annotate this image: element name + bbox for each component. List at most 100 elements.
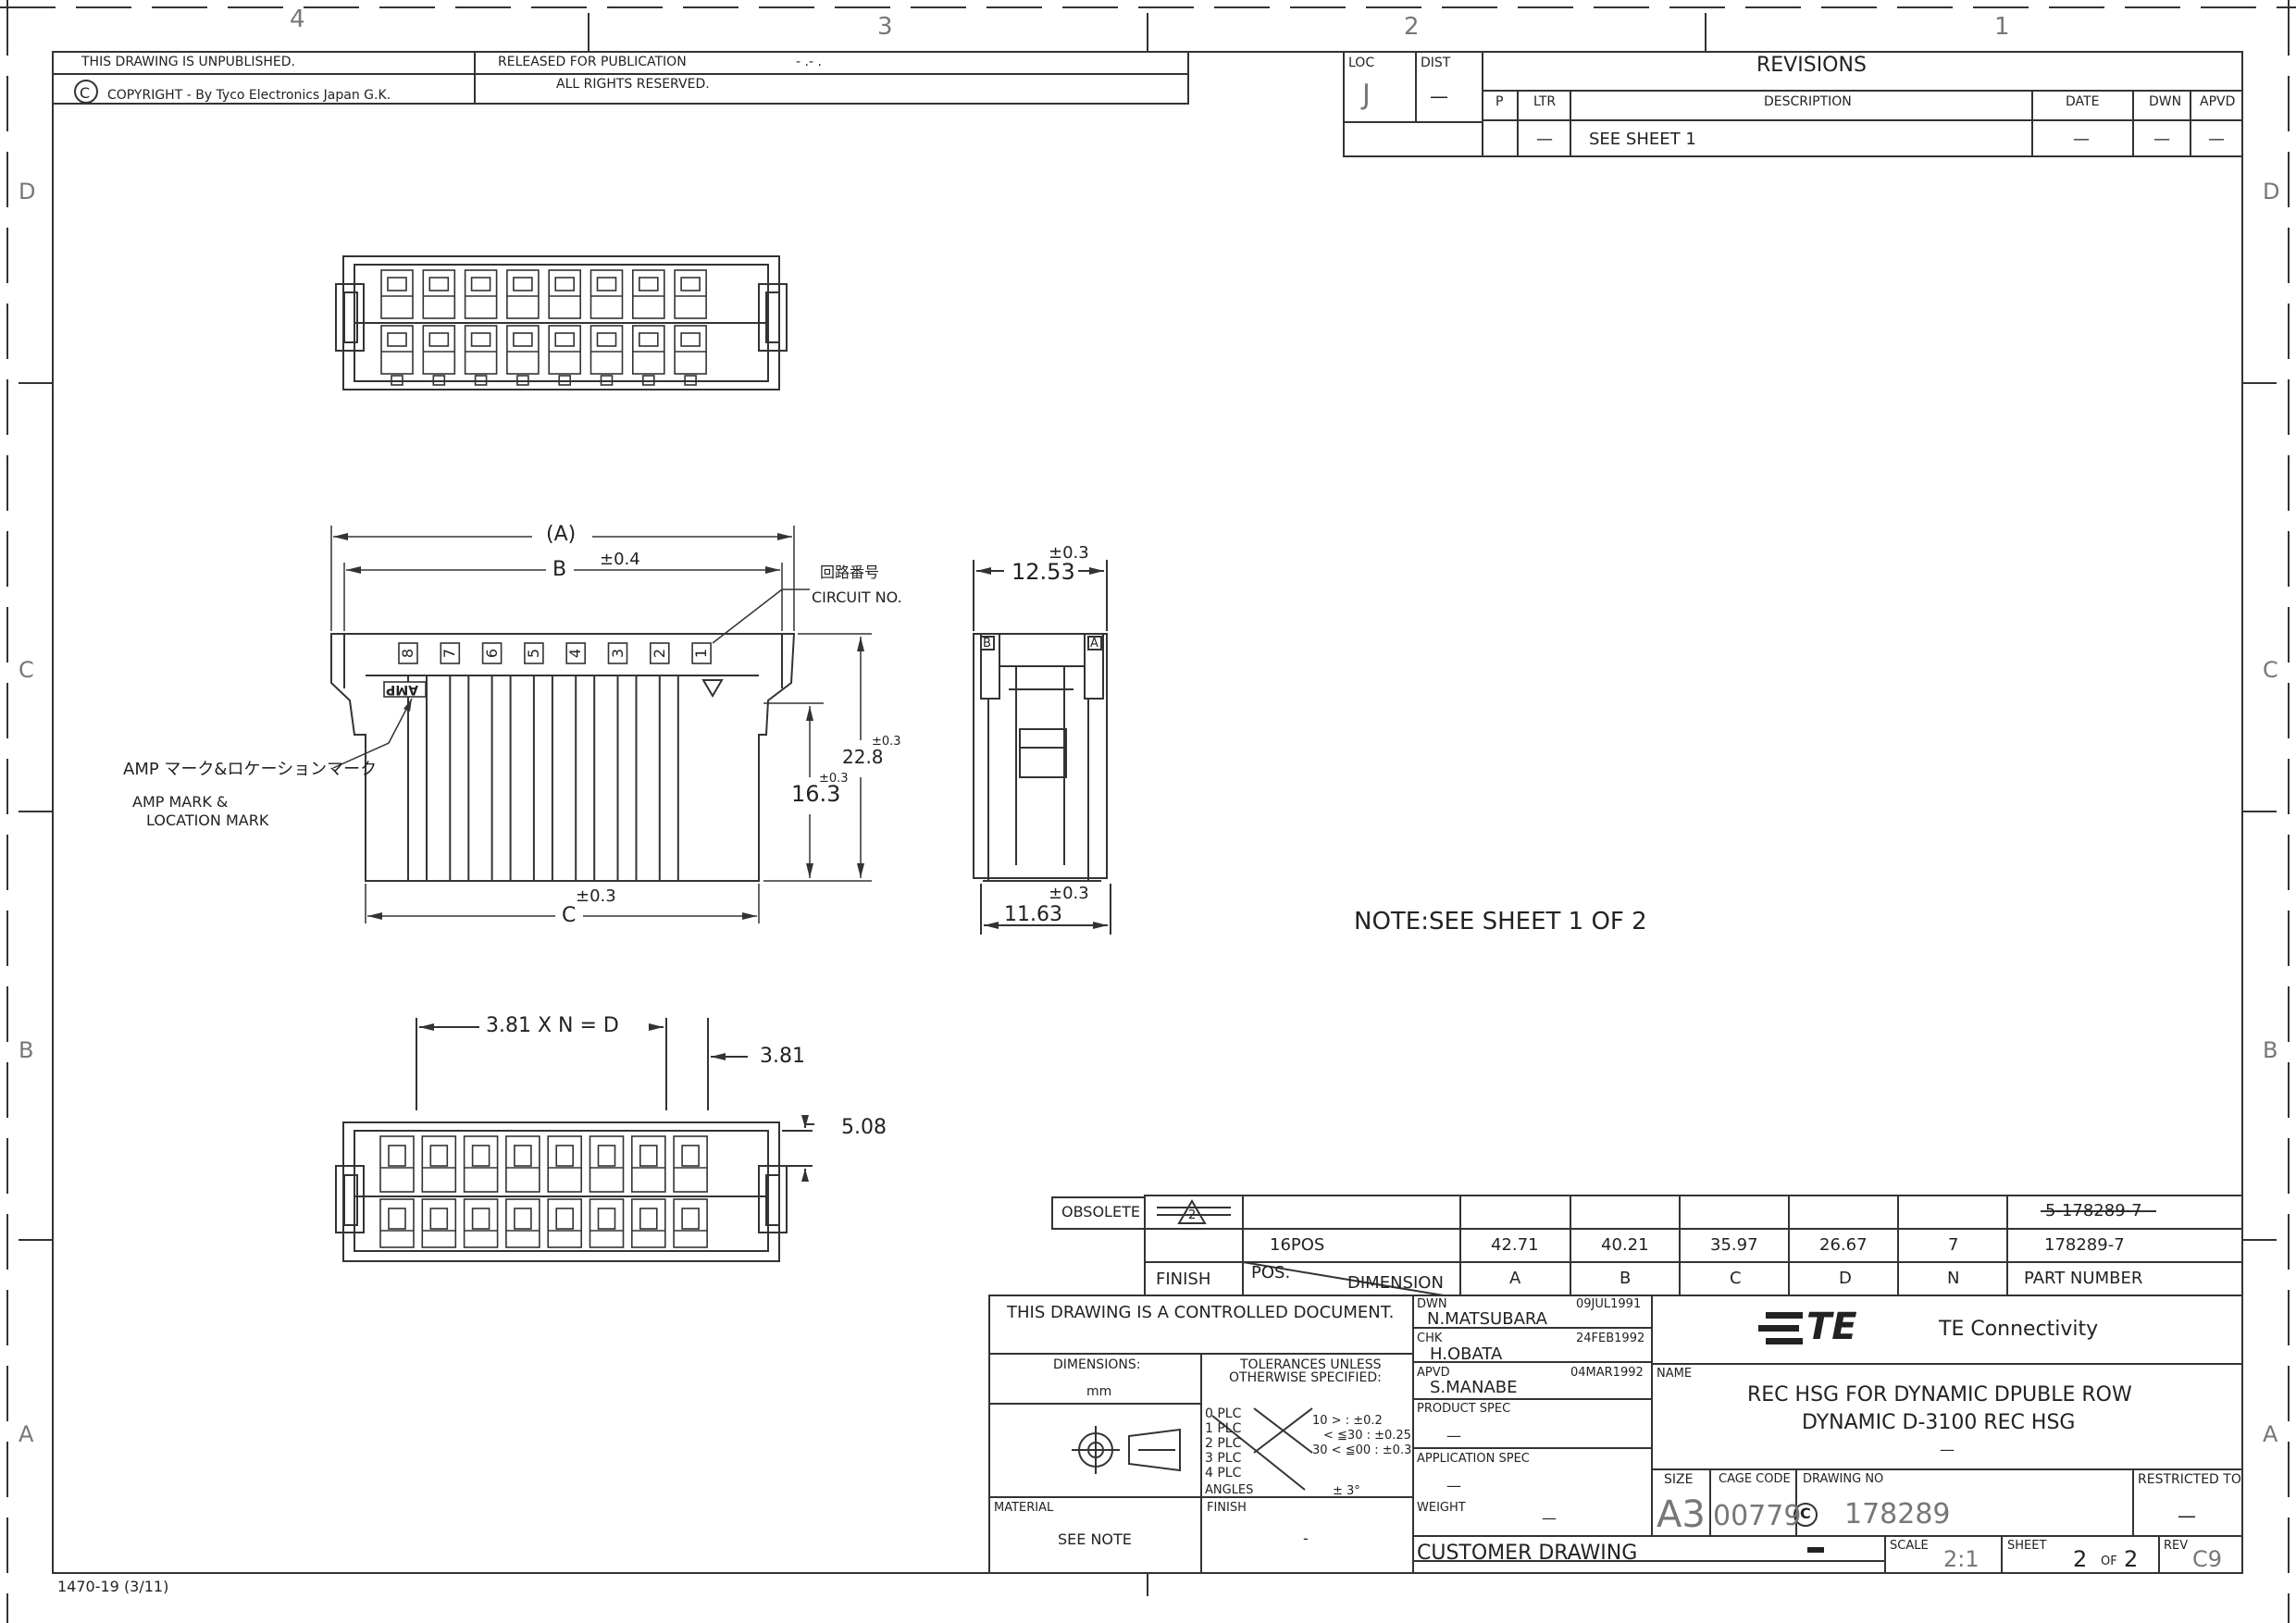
value-d: 26.67 — [1819, 1235, 1868, 1255]
copyright-icon: C — [80, 84, 91, 102]
drawing-no: 178289 — [1844, 1498, 1951, 1530]
rev-value: C9 — [2192, 1546, 2223, 1572]
chk-date: 24FEB1992 — [1576, 1332, 1645, 1345]
tol-row-0: 0 PLC — [1205, 1406, 1242, 1421]
dwn-name: N.MATSUBARA — [1427, 1309, 1547, 1329]
drawing-no-label: DRAWING NO — [1803, 1472, 1884, 1486]
header-b: B — [1620, 1269, 1632, 1288]
dimensions-label: DIMENSIONS: — [1053, 1357, 1141, 1372]
revisions-block — [1343, 51, 2243, 157]
row-spacing: 5.08 — [841, 1116, 887, 1139]
circuit-number-box — [398, 642, 418, 664]
tol-range-1: 10 > : ±0.2 — [1312, 1414, 1383, 1428]
front-rib — [490, 675, 512, 881]
circuit-number: 7 — [441, 648, 459, 659]
scale-label: SCALE — [1890, 1539, 1929, 1553]
tol-row-2: 2 PLC — [1205, 1436, 1242, 1451]
bottom-pin-slot — [516, 375, 529, 386]
bottom-contact-cavity — [547, 1198, 583, 1248]
contact-cavity — [422, 325, 456, 375]
circuit-number-box — [440, 642, 461, 664]
pitch-value: 3.81 — [760, 1045, 805, 1068]
bottom-contact-cavity — [547, 1135, 583, 1193]
obsolete-marker: 2 — [1188, 1208, 1197, 1222]
front-view — [330, 633, 796, 882]
amp-logo: AMP — [386, 682, 419, 697]
front-arrows — [333, 533, 864, 920]
bottom-view — [335, 1018, 814, 1262]
rev-label: REV — [2164, 1539, 2189, 1553]
zone-label: 1 — [1994, 13, 2010, 41]
sheet-note: NOTE:SEE SHEET 1 OF 2 — [1354, 908, 1647, 935]
tol-row-4: 4 PLC — [1205, 1466, 1242, 1481]
circuit-number: 4 — [566, 648, 585, 659]
circuit-number: 6 — [482, 648, 501, 659]
bottom-contact-cavity — [630, 1198, 666, 1248]
cage-code-label: CAGE CODE — [1719, 1472, 1791, 1486]
zone-label: 4 — [290, 6, 305, 33]
bottom-contact-cavity — [421, 1198, 457, 1248]
form-number: 1470-19 (3/11) — [57, 1578, 169, 1595]
finish-header: FINISH — [1156, 1270, 1211, 1289]
zone-label: B — [19, 1037, 34, 1063]
finish-label: FINISH — [1207, 1501, 1247, 1515]
front-rib — [449, 675, 470, 881]
value-b: 40.21 — [1601, 1235, 1649, 1255]
part-name-line-3: — — [1940, 1441, 1955, 1458]
tol-range-2: < ≦30 : ±0.25 — [1323, 1429, 1411, 1443]
header-box — [52, 51, 1189, 105]
dim-b-tolerance: ±0.4 — [600, 550, 640, 569]
bottom-contact-cavity — [379, 1135, 415, 1193]
dist-value: — — [1430, 85, 1448, 107]
contact-cavity — [464, 269, 498, 319]
released-text: RELEASED FOR PUBLICATION — [498, 55, 687, 69]
bottom-contact-cavity — [379, 1198, 415, 1248]
tol-range-3: 30 < ≦00 : ±0.3 — [1312, 1443, 1412, 1457]
contact-cavity — [380, 269, 414, 319]
rev-description: SEE SHEET 1 — [1589, 130, 1696, 149]
rev-col-ltr: LTR — [1533, 94, 1557, 109]
zone-label: A — [19, 1421, 34, 1447]
header-c: C — [1730, 1269, 1742, 1288]
zone-label: 2 — [1404, 13, 1420, 41]
unpublished-text: THIS DRAWING IS UNPUBLISHED. — [81, 55, 295, 69]
side-marker-b: B — [983, 637, 991, 650]
dim-a-label: (A) — [546, 523, 577, 546]
circuit-number: 1 — [692, 648, 711, 659]
part-name-line-1: REC HSG FOR DYNAMIC DPUBLE ROW — [1747, 1383, 2132, 1406]
tolerances-line-2: OTHERWISE SPECIFIED: — [1229, 1370, 1382, 1385]
bottom-contact-cavity — [589, 1135, 625, 1193]
side-top-width: 12.53 — [1011, 559, 1075, 585]
bottom-pin-slot — [600, 375, 614, 386]
bottom-contact-cavity — [630, 1135, 666, 1193]
bottom-contact-cavity — [463, 1198, 499, 1248]
dim-c-label: C — [562, 904, 577, 927]
bottom-contact-cavity — [673, 1198, 708, 1248]
body-height-tolerance: ±0.3 — [819, 772, 849, 786]
front-rib — [575, 675, 596, 881]
contact-cavity — [674, 325, 707, 375]
bottom-pin-slot — [391, 375, 403, 386]
loc-value: J — [1362, 79, 1371, 111]
copyright-text: COPYRIGHT - By Tyco Electronics Japan G.… — [107, 88, 391, 103]
bottom-contact-cavity — [589, 1198, 625, 1248]
circuit-number-box — [607, 642, 628, 664]
dist-label: DIST — [1421, 56, 1451, 70]
restricted-value: — — [2178, 1505, 2196, 1527]
obsolete-label: OBSOLETE — [1061, 1203, 1140, 1220]
chk-label: CHK — [1417, 1332, 1443, 1345]
zone-label: D — [2263, 179, 2280, 204]
front-rib — [532, 675, 553, 881]
circuit-number: 2 — [650, 648, 668, 659]
contact-cavity — [464, 325, 498, 375]
contact-cavity — [631, 325, 665, 375]
released-date: - .- . — [796, 55, 822, 69]
product-spec-label: PRODUCT SPEC — [1417, 1402, 1511, 1416]
overall-height-tolerance: ±0.3 — [872, 735, 901, 749]
zone-label: 3 — [877, 13, 893, 41]
sheet-total: 2 — [2124, 1546, 2139, 1572]
contact-cavity — [548, 325, 582, 375]
dimension-table — [1051, 1195, 2243, 1296]
circuit-number-box — [565, 642, 587, 664]
